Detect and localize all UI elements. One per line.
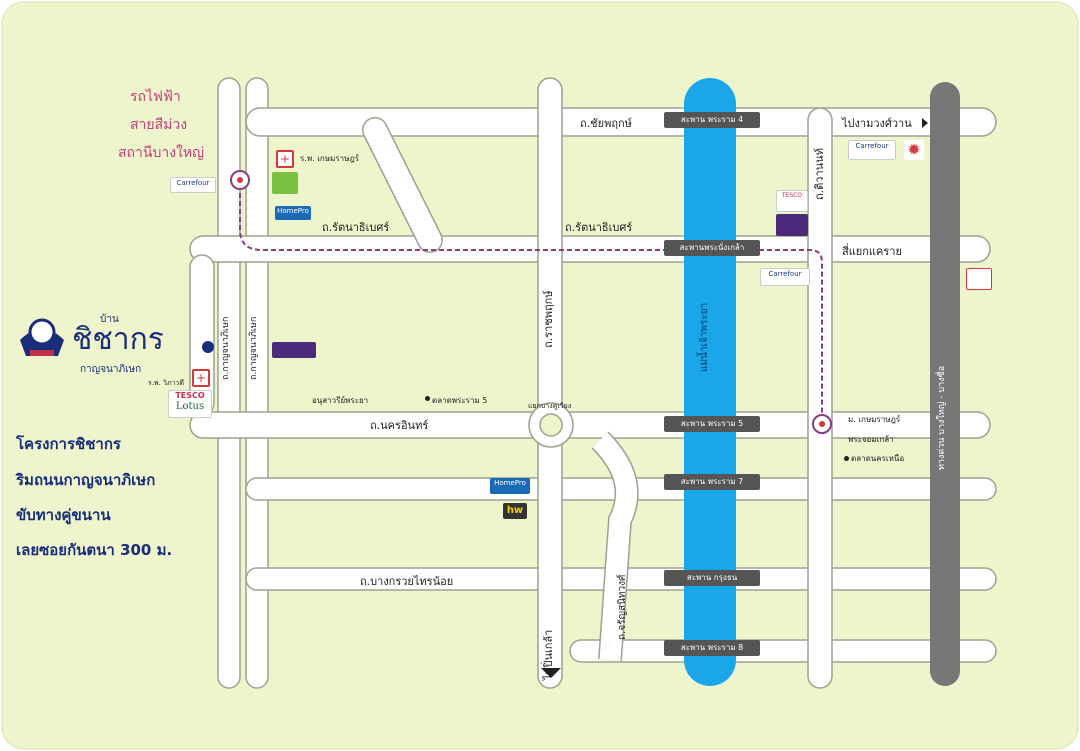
- bridge-rama-5: สะพาน พระราม 5: [664, 416, 760, 432]
- place-monument: อนุสาวรีย์พระยา: [312, 396, 369, 405]
- road-kanchana-west-a: [217, 77, 241, 689]
- road-kanchana-west-b: [245, 77, 269, 689]
- road-label-kanchana-right: ถ.กาญจนาภิเษก: [249, 316, 259, 380]
- logo-small-text: บ้าน: [100, 314, 119, 325]
- carrefour-badge-right: Carrefour: [848, 140, 896, 160]
- bridge-rama-7: สะพาน พระราม 7: [664, 474, 760, 490]
- road-label-to-pinklao: ไปปิ่นเกล้า: [542, 629, 555, 680]
- tesco-text: TESCO: [175, 391, 205, 400]
- hospital-cross-icon: +: [276, 150, 294, 168]
- lotus-text: Lotus: [175, 401, 205, 412]
- road-label-rattanathibet-mid: ถ.รัตนาธิเบศร์: [565, 221, 633, 234]
- station-marker-left[interactable]: [230, 170, 250, 190]
- highway-expressway: [930, 82, 960, 686]
- road-label-intersection: แยกบางคูเวียง: [528, 402, 572, 410]
- homepro-badge-bottom: HomePro: [490, 478, 530, 494]
- headline-4: เลยซอยกันตนา 300 ม.: [16, 541, 173, 559]
- roundabout-center: [539, 413, 563, 437]
- purple-store-badge-left: [272, 342, 316, 358]
- homepro-badge-top: HomePro: [275, 206, 311, 220]
- tesco-lotus-badge: TESCO Lotus: [168, 390, 212, 418]
- hw-badge: hw: [503, 503, 527, 519]
- road-label-ratchaphruek: ถ.ราชพฤกษ์: [542, 290, 555, 348]
- road-nakhon-in: [189, 411, 991, 439]
- bridge-rama-8: สะพาน พระราม 8: [664, 640, 760, 656]
- river-chao-phraya: [684, 78, 736, 686]
- purple-store-badge-right: [776, 214, 808, 236]
- road-label-to-ngamwongwan: ไปงามวงศ์วาน: [842, 117, 912, 130]
- place-monument-dot: [425, 396, 430, 401]
- bridge-krung-thon: สะพาน กรุงธน: [664, 570, 760, 586]
- train-station-label-3: สถานีบางใหญ่: [118, 145, 205, 161]
- road-label-chaiyaphruek: ถ.ชัยพฤกษ์: [580, 117, 632, 130]
- place-hospital-right: ม. เกษมราษฎร์: [848, 415, 901, 424]
- tesco-badge-right: TESCO: [776, 190, 808, 212]
- road-label-highway: ทางด่วน บางใหญ่ - บางซื่อ: [937, 365, 947, 470]
- red-store-icon-right: ✹: [904, 140, 924, 160]
- road-label-kanchana-left: ถ.กาญจนาภิเษก: [221, 316, 231, 380]
- place-hospital-left: ร.พ. วิภาวดี: [148, 379, 185, 387]
- train-station-label-1: รถไฟฟ้า: [130, 89, 181, 105]
- bigc-icon: [272, 172, 298, 194]
- place-market-right: ตลาดนครเหนือ: [851, 454, 905, 463]
- road-label-river: แม่น้ำเจ้าพระยา: [699, 302, 710, 372]
- arrow-right-icon: [922, 118, 928, 128]
- bridge-rama-4: สะพาน พระราม 4: [664, 112, 760, 128]
- road-ratchaphruek: [537, 77, 563, 689]
- station-marker-right[interactable]: [812, 414, 832, 434]
- logo-subtitle: กาญจนาภิเษก: [80, 364, 142, 375]
- red-brand-badge-far-right: [966, 268, 992, 290]
- place-market-rama5: ตลาดพระราม 5: [432, 396, 488, 405]
- logo-name: ชิชากร: [72, 322, 164, 357]
- road-label-junction: สี่แยกแคราย: [842, 245, 902, 258]
- road-tiwanon: [807, 107, 833, 689]
- road-label-nakhon-in: ถ.นครอินทร์: [370, 419, 429, 432]
- place-market-dot: [844, 456, 849, 461]
- logo-dot: [202, 341, 214, 353]
- road-diagonal-top-fill: [363, 118, 442, 252]
- place-school-right: พระจอมเกล้า: [848, 435, 894, 444]
- bridge-phra-nang-klao: สะพานพระนั่งเกล้า: [664, 240, 760, 256]
- train-station-label-2: สายสีม่วง: [130, 117, 188, 133]
- road-label-jaran: ถ.จรัญสนิทวงศ์: [617, 574, 628, 640]
- road-rattanathibet: [189, 235, 991, 263]
- headline-2: ริมถนนกาญจนาภิเษก: [16, 471, 156, 489]
- road-label-rattanathibet-left: ถ.รัตนาธิเบศร์: [322, 221, 390, 234]
- carrefour-badge-left: Carrefour: [170, 177, 216, 193]
- road-jaran-fill: [592, 432, 638, 661]
- hospital-cross-left-icon: +: [192, 369, 210, 387]
- logo-emblem: [20, 318, 64, 356]
- road-label-tiwanon: ถ.ติวานนท์: [813, 148, 826, 200]
- headline-1: โครงการชิชากร: [16, 435, 121, 453]
- road-label-bang-kruai: ถ.บางกรวยไทรน้อย: [360, 575, 454, 588]
- arrow-down-icon: [541, 668, 561, 678]
- place-hospital-kasemrad: ร.พ. เกษมราษฎร์: [300, 154, 360, 163]
- headline-3: ขับทางคู่ขนาน: [16, 506, 111, 524]
- carrefour-badge-mid: Carrefour: [760, 268, 810, 286]
- purple-line-route: [239, 185, 823, 420]
